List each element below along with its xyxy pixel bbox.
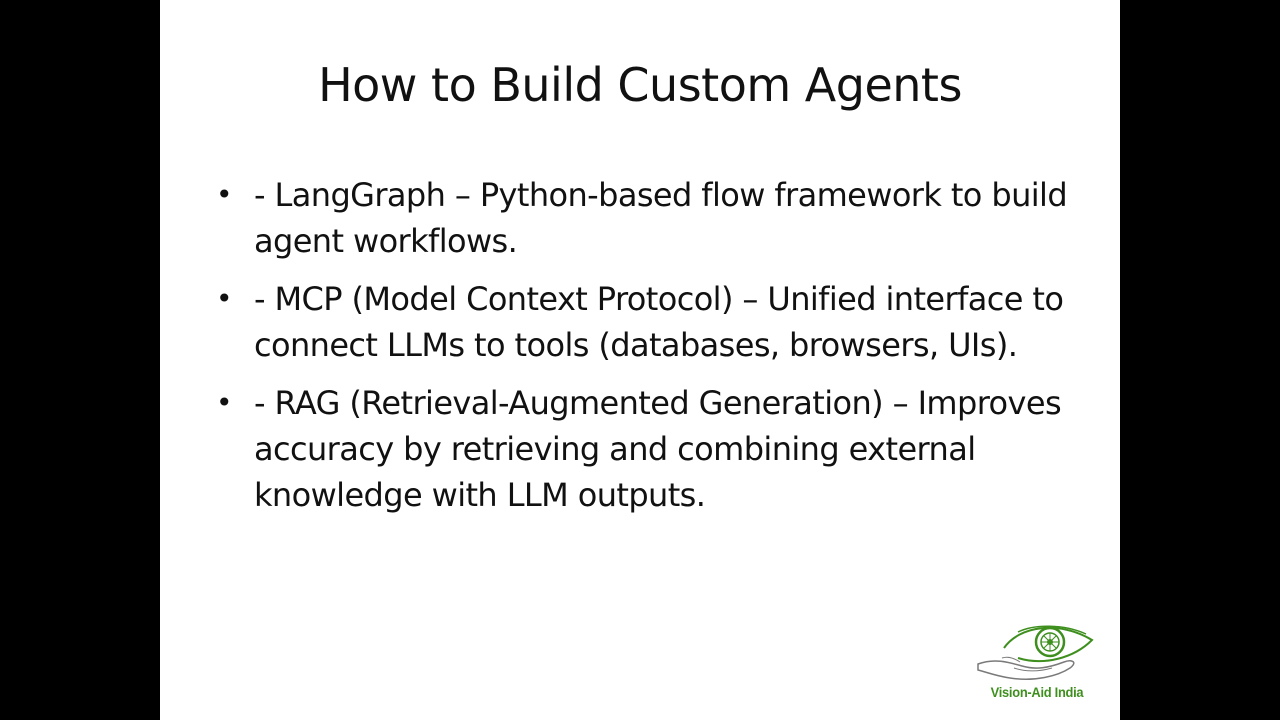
slide-title: How to Build Custom Agents: [318, 58, 962, 112]
bullet-dot: •: [216, 282, 233, 315]
slide: How to Build Custom Agents • - LangGraph…: [160, 0, 1120, 720]
bullet-item-mcp: • - MCP (Model Context Protocol) – Unifi…: [212, 276, 1072, 368]
bullet-dot: •: [216, 386, 233, 419]
vision-aid-logo: Vision-Aid India: [974, 618, 1100, 708]
bullet-item-langgraph: • - LangGraph – Python-based flow framew…: [212, 172, 1072, 264]
bullet-dot: •: [216, 178, 233, 211]
eye-hand-chakra-icon: [977, 625, 1094, 680]
bullet-text: - MCP (Model Context Protocol) – Unified…: [254, 280, 1064, 364]
bullet-text: - RAG (Retrieval-Augmented Generation) –…: [254, 384, 1062, 514]
logo-text: Vision-Aid India: [990, 684, 1084, 700]
bullet-item-rag: • - RAG (Retrieval-Augmented Generation)…: [212, 380, 1072, 518]
bullet-list: • - LangGraph – Python-based flow framew…: [212, 172, 1072, 530]
bullet-text: - LangGraph – Python-based flow framewor…: [254, 176, 1068, 260]
